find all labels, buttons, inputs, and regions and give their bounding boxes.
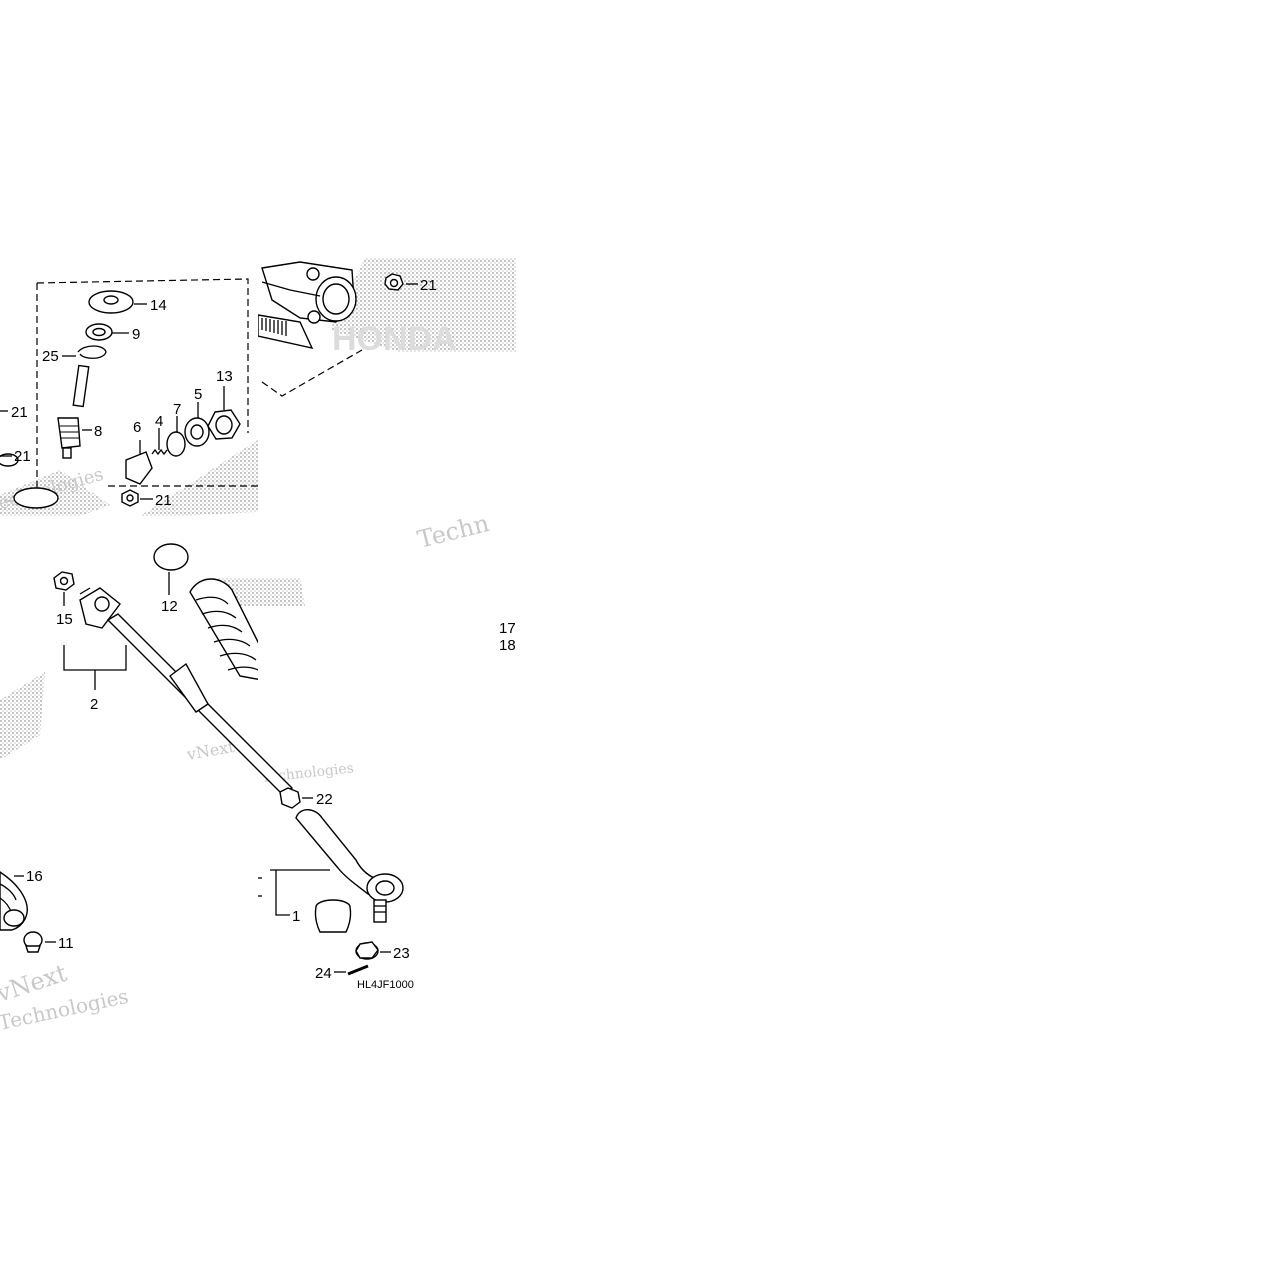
callout-16: 16 [26, 868, 43, 885]
callout-7: 7 [173, 401, 181, 418]
callout-21: 21 [420, 277, 437, 294]
halftone-watermark: HONDA [0, 258, 516, 760]
callout-22: 22 [316, 791, 333, 808]
callout-18: 18 [499, 637, 516, 654]
callout-14: 14 [150, 297, 167, 314]
watermark-techn: Techn [415, 509, 492, 554]
callout-5: 5 [194, 386, 202, 403]
pinion-group [0, 278, 258, 509]
callout-1: 1 [292, 908, 300, 925]
boot-band-12 [153, 543, 189, 571]
callout-4: 4 [155, 413, 163, 430]
callout-21-left-lower: 21 [14, 448, 31, 465]
tie-rod-group [53, 543, 313, 809]
callout-6: 6 [133, 419, 141, 436]
left-boot-group [0, 871, 56, 953]
callout-12: 12 [161, 598, 178, 615]
callout-21-lower: 21 [155, 492, 172, 509]
callout-23: 23 [393, 945, 410, 962]
callout-2: 2 [90, 696, 98, 713]
diagram-code: HL4JF1000 [357, 979, 414, 991]
callout-11: 11 [58, 935, 74, 952]
callout-13: 13 [216, 368, 233, 385]
gearbox-housing [258, 261, 418, 397]
callout-17: 17 [499, 620, 516, 637]
callout-15: 15 [56, 611, 73, 628]
callout-24: 24 [315, 965, 332, 982]
callout-8: 8 [94, 423, 102, 440]
tie-rod-end-group [258, 809, 404, 976]
nut-21-top-right [384, 273, 404, 291]
callout-25: 25 [42, 348, 59, 365]
brand-watermark-text: HONDA [332, 320, 457, 358]
callout-21-left-upper: 21 [11, 404, 28, 421]
callout-9: 9 [132, 326, 140, 343]
